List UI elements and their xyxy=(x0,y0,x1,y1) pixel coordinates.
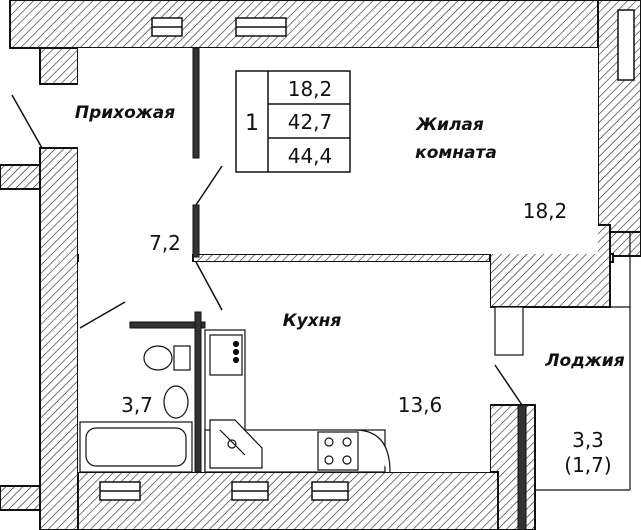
living-door xyxy=(195,165,223,206)
bathroom-fixtures xyxy=(79,345,193,473)
windows xyxy=(99,9,635,501)
table-living-area: 18,2 xyxy=(288,77,333,101)
kitchen-door xyxy=(195,261,223,311)
bathroom-area: 3,7 xyxy=(121,393,153,417)
living-room-name-line1: Жилая xyxy=(415,115,484,135)
burner-2 xyxy=(342,437,352,447)
wall-bottom xyxy=(77,471,499,530)
table-total-area: 42,7 xyxy=(288,110,333,134)
entry-door xyxy=(11,94,43,149)
wall-top xyxy=(9,0,611,49)
partition-bath-top xyxy=(129,321,206,329)
table-rooms-count: 1 xyxy=(245,111,259,136)
loggia-area-reduced: (1,7) xyxy=(564,453,611,477)
kitchen-name: Кухня xyxy=(283,311,342,331)
wall-left-strip-top xyxy=(0,164,41,190)
fridge xyxy=(209,334,243,376)
partition-kitchen-right xyxy=(517,404,527,530)
stove xyxy=(317,431,359,471)
window-right xyxy=(617,9,635,81)
toilet xyxy=(143,345,173,371)
washbasin xyxy=(163,385,189,419)
door-swings xyxy=(11,94,523,406)
loggia-door xyxy=(494,364,523,406)
partitions xyxy=(129,47,527,530)
hallway-name: Прихожая xyxy=(75,103,175,123)
summary-table xyxy=(235,70,351,173)
kitchen-area: 13,6 xyxy=(398,393,443,417)
loggia-name: Лоджия xyxy=(544,351,624,371)
living-room-area: 18,2 xyxy=(523,199,568,223)
living-room-name-line2: комната xyxy=(415,143,497,163)
partition-bath-right xyxy=(194,311,202,473)
burner-4 xyxy=(342,455,352,465)
burner-3 xyxy=(324,455,334,465)
partition-hall-living-top xyxy=(192,47,200,159)
wall-left-column xyxy=(39,147,79,530)
kitchen-counter-end xyxy=(354,429,391,473)
burner-1 xyxy=(324,437,334,447)
hallway-area: 7,2 xyxy=(149,231,181,255)
bath-door xyxy=(79,301,126,329)
partition-hall-living-bottom xyxy=(192,204,200,258)
loggia-area xyxy=(494,232,631,491)
loggia-area: 3,3 xyxy=(572,428,604,452)
wall-left-strip-bottom xyxy=(0,485,41,511)
kitchen-fixtures xyxy=(204,329,391,473)
table-total-area-loggia: 44,4 xyxy=(288,144,333,168)
wall-stub-hall xyxy=(39,47,79,85)
